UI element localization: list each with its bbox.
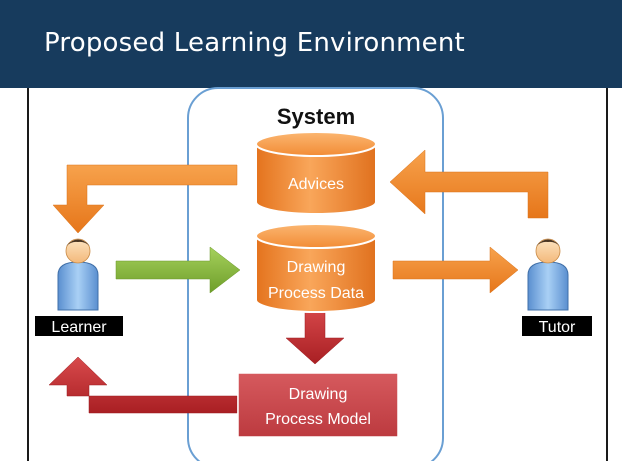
arrow-learner-to-data [115,246,241,294]
process-data-label-line2: Process Data [268,285,364,302]
learner-label: Learner [51,319,107,336]
system-label: System [277,104,355,129]
arrow-data-to-tutor [392,246,519,294]
tutor-label-box [522,316,592,336]
process-model-label-line1: Drawing [289,386,348,403]
learner-label-box [35,316,123,336]
slide-title: Proposed Learning Environment [44,28,465,58]
process-model-box: Drawing Process Model [237,372,399,438]
advices-database: Advices [255,131,377,215]
arrow-model-to-learner [48,356,238,414]
process-data-database: Drawing Process Data [255,223,377,313]
advices-label: Advices [288,176,344,193]
tutor-person-icon [527,238,569,311]
process-data-label-line1: Drawing [287,259,346,276]
arrow-advices-to-learner [52,164,238,234]
content-frame [27,88,608,461]
arrow-tutor-to-advices [389,149,549,219]
tutor-label: Tutor [539,319,576,336]
arrow-data-to-model [285,304,345,365]
title-bar: Proposed Learning Environment [0,0,622,88]
process-model-label-line2: Process Model [265,411,371,428]
learner-person-icon [57,238,99,311]
